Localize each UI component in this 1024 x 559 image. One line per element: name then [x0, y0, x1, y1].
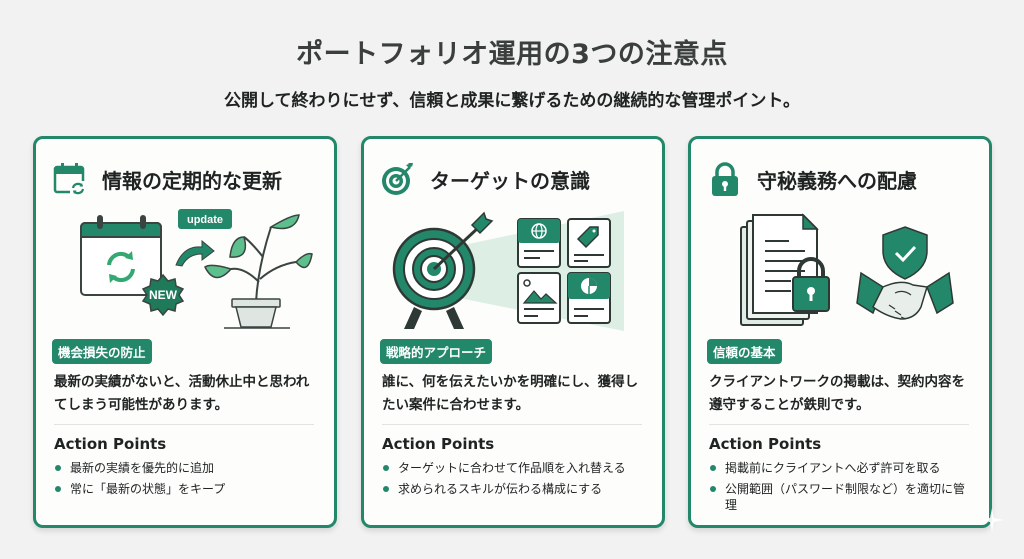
list-item: 求められるスキルが伝わる構成にする: [382, 481, 648, 497]
bullet-icon: [383, 486, 389, 492]
bullet-icon: [710, 486, 716, 492]
tag-card-icon: [567, 218, 611, 268]
card-header: 守秘義務への配慮: [707, 157, 979, 201]
card-description: クライアントワークの掲載は、契約内容を遵守することが鉄則です。: [709, 374, 965, 413]
page-subtitle: 公開して終わりにせず、信頼と成果に繋げるための継続的な管理ポイント。: [224, 91, 800, 111]
target-icon: [382, 163, 413, 195]
card-title: ターゲットの意識: [430, 168, 590, 193]
card-tag: 戦略的アプローチ: [380, 339, 493, 364]
new-badge: NEW: [141, 273, 185, 317]
lock-icon: [712, 162, 738, 196]
bullet-icon: [55, 465, 61, 471]
list-item: ターゲットに合わせて作品順を入れ替える: [382, 460, 648, 476]
calendar-refresh-icon: [53, 163, 87, 196]
action-points-title: Action Points: [709, 435, 822, 453]
sparkle-icon: [980, 508, 1004, 532]
divider: [54, 424, 314, 425]
bullet-icon: [55, 486, 61, 492]
action-points-title: Action Points: [54, 435, 167, 453]
list-item: 常に「最新の状態」をキープ: [54, 481, 320, 497]
image-card-icon: [517, 272, 561, 324]
action-points-title: Action Points: [382, 435, 495, 453]
globe-card-icon: [517, 218, 561, 268]
locked-document-icon: [740, 213, 830, 326]
page-title: ポートフォリオ運用の3つの注意点: [296, 39, 728, 70]
divider: [382, 424, 642, 425]
confidentiality-illustration: [740, 213, 954, 326]
shield-check-icon: [882, 226, 928, 280]
card-header: ターゲットの意識: [380, 157, 652, 201]
action-points-list: 掲載前にクライアントへ必ず許可を取る 公開範囲（パスワード制限など）を適切に管理: [709, 460, 975, 518]
list-item: 公開範囲（パスワード制限など）を適切に管理: [709, 481, 975, 513]
divider: [709, 424, 969, 425]
arrow-icon: [175, 239, 215, 267]
calendar-refresh-icon: [80, 215, 162, 296]
chart-card-icon: [567, 272, 611, 324]
list-item: 掲載前にクライアントへ必ず許可を取る: [709, 460, 975, 476]
card-confidentiality: 守秘義務への配慮 信頼の: [688, 136, 992, 528]
card-tag: 機会損失の防止: [52, 339, 152, 364]
card-target-awareness: ターゲットの意識: [361, 136, 665, 528]
svg-text:NEW: NEW: [149, 288, 178, 302]
card-description: 最新の実績がないと、活動休止中と思われてしまう可能性があります。: [54, 374, 310, 413]
update-badge: update: [178, 209, 232, 229]
bullet-icon: [383, 465, 389, 471]
card-description: 誰に、何を伝えたいかを明確にし、獲得したい案件に合わせます。: [382, 374, 639, 413]
card-regular-updates: 情報の定期的な更新 NEW update: [33, 136, 337, 528]
handshake-icon: [856, 271, 954, 320]
svg-text:update: update: [187, 214, 223, 226]
target-arrow-icon: [392, 211, 494, 329]
card-header: 情報の定期的な更新: [52, 157, 324, 201]
update-illustration: NEW update: [80, 209, 313, 329]
list-item: 最新の実績を優先的に追加: [54, 460, 320, 476]
action-points-list: 最新の実績を優先的に追加 常に「最新の状態」をキープ: [54, 460, 320, 502]
action-points-list: ターゲットに合わせて作品順を入れ替える 求められるスキルが伝わる構成にする: [382, 460, 648, 502]
card-title: 情報の定期的な更新: [102, 168, 282, 193]
bullet-icon: [710, 465, 716, 471]
target-illustration: [392, 211, 624, 331]
card-tag: 信頼の基本: [707, 339, 782, 364]
card-title: 守秘義務への配慮: [757, 168, 917, 193]
plant-icon: [204, 214, 313, 329]
